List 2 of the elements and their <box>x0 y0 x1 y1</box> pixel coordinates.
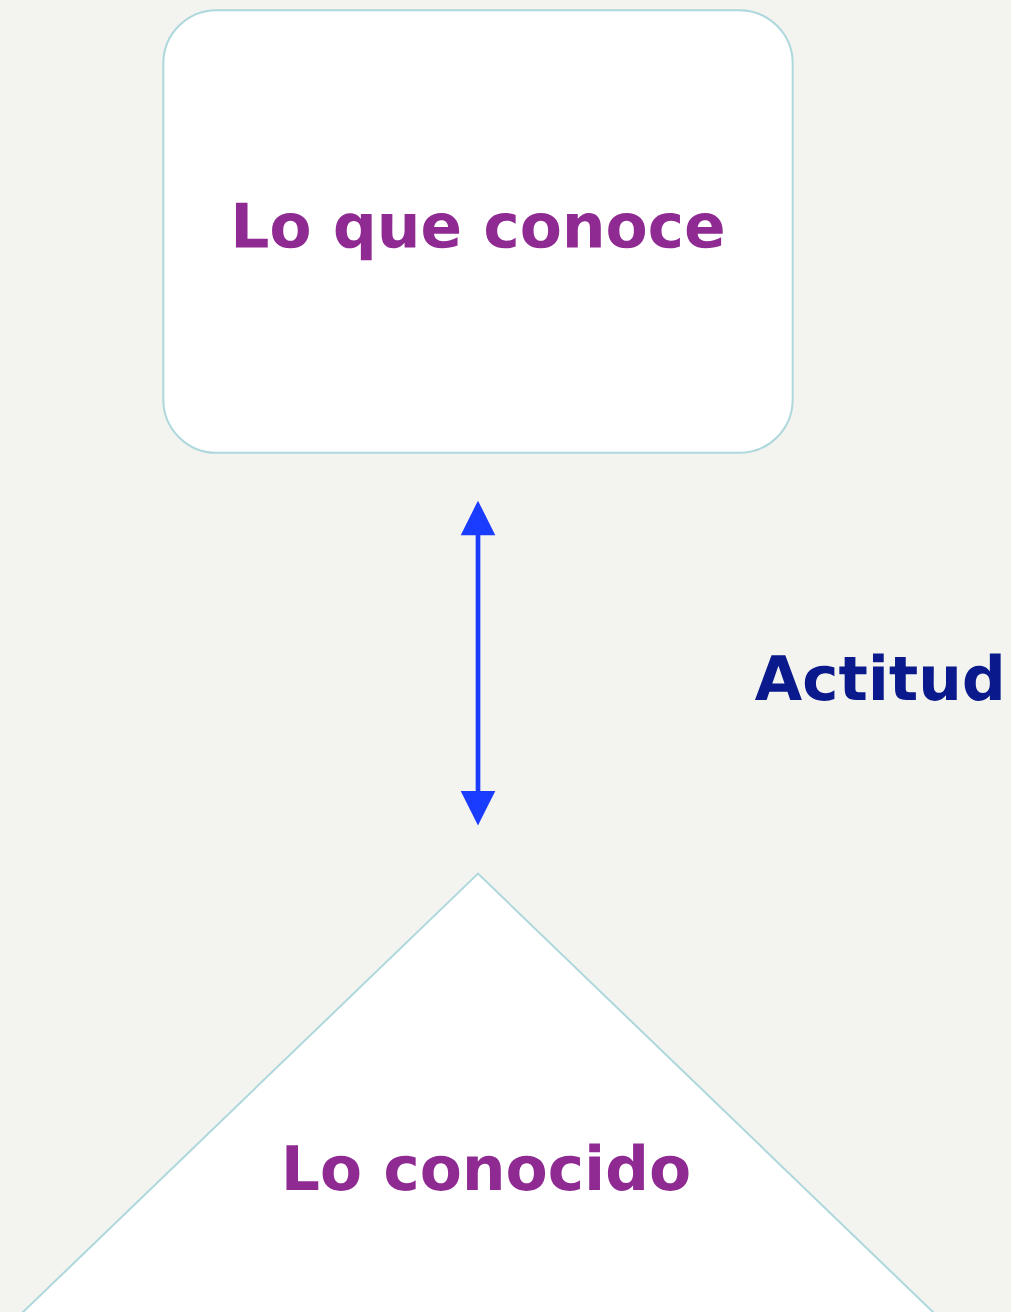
rounded-box: Lo que conoce <box>162 9 794 454</box>
side-label: Actitud <box>755 653 1001 701</box>
